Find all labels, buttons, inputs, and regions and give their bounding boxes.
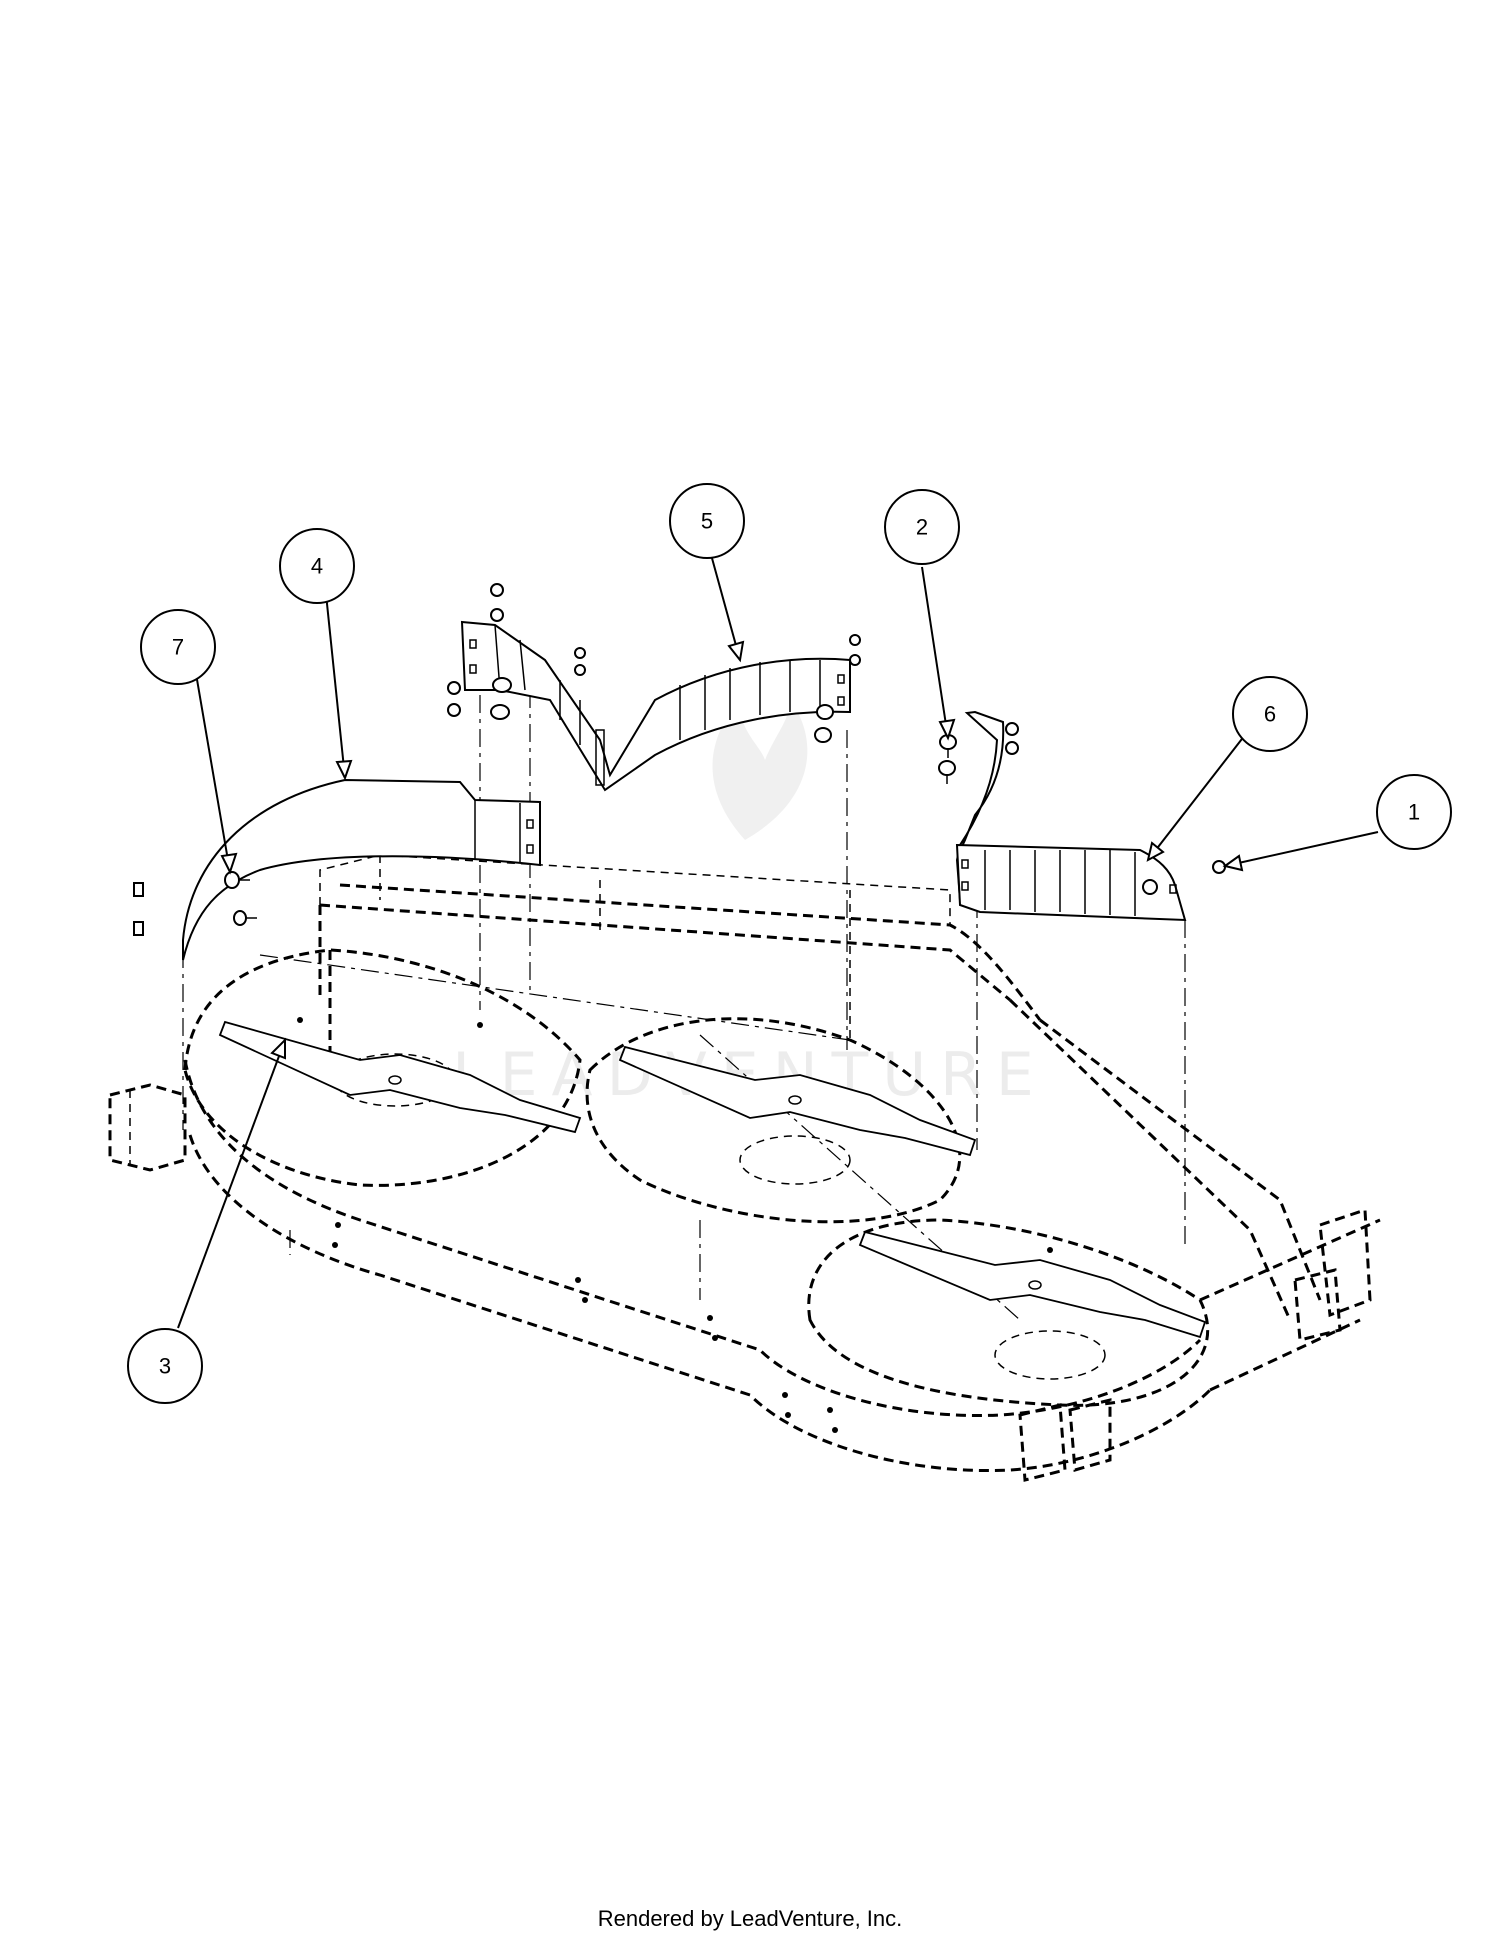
left-hardware: [133, 871, 257, 936]
projection-lines: [182, 690, 1186, 1250]
callout-2-label: 2: [916, 515, 928, 540]
left-baffle: [182, 778, 541, 961]
blade-center: [618, 1045, 977, 1157]
leader-lines: [177, 539, 1379, 1329]
watermark-flame-icon: [712, 700, 808, 840]
hex-nut-icon: [133, 882, 144, 936]
center-hardware: [447, 583, 861, 743]
callout-7-label: 7: [172, 635, 184, 660]
callout-5-label: 5: [701, 509, 713, 534]
callout-5: 5: [669, 483, 745, 559]
watermark: LEADVENTURE: [452, 700, 1034, 1110]
carriage-bolt-icon: [224, 871, 250, 889]
right-baffle: [955, 710, 1187, 922]
callout-3-label: 3: [159, 1354, 171, 1379]
blade-right: [858, 1230, 1207, 1339]
callout-3: 3: [127, 1328, 203, 1404]
carriage-bolt-icon: [233, 910, 257, 926]
callout-4-label: 4: [311, 554, 323, 579]
hex-nut-icon: [447, 583, 861, 717]
hex-nut-icon: [1005, 722, 1226, 874]
mower-blades: [218, 1020, 1207, 1339]
carriage-bolt-icon: [490, 677, 834, 743]
callout-6-label: 6: [1264, 702, 1276, 727]
mower-deck-outline: [108, 854, 1381, 1482]
blade-left: [218, 1020, 582, 1134]
callout-4: 4: [279, 528, 355, 604]
callout-7: 7: [140, 609, 216, 685]
callout-1: 1: [1376, 774, 1452, 850]
center-baffle: [460, 620, 851, 792]
callout-2: 2: [884, 489, 960, 565]
callout-6: 6: [1232, 676, 1308, 752]
footer-credit: Rendered by LeadVenture, Inc.: [597, 1906, 903, 1931]
callout-1-label: 1: [1408, 800, 1420, 825]
